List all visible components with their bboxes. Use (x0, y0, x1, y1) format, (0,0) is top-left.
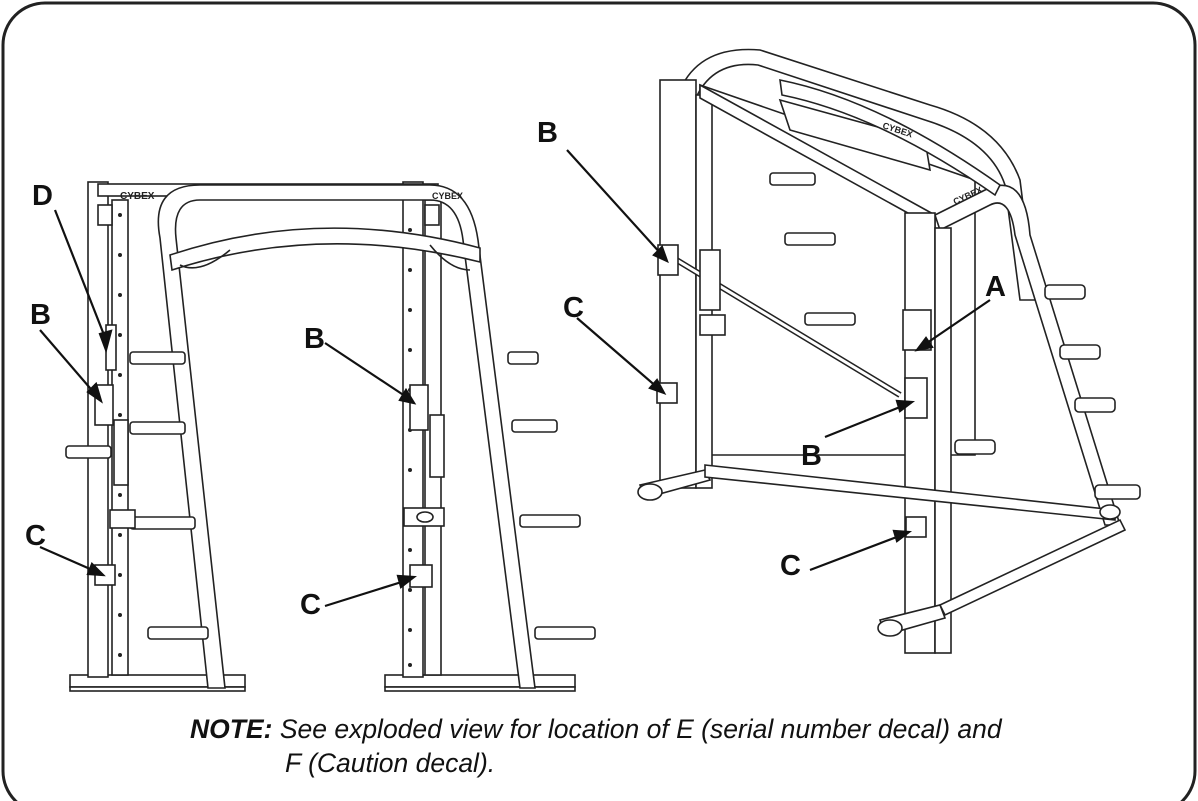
leader-lines (39, 149, 991, 608)
brand-mark-front-right: CYBEX (432, 191, 463, 201)
callout-c-middle: C (300, 589, 321, 621)
note-line-1: See exploded view for location of E (ser… (279, 714, 1002, 744)
callout-a-right: A (985, 271, 1006, 303)
note-text: NOTE: See exploded view for location of … (190, 712, 1180, 780)
callout-c-left: C (25, 520, 46, 552)
brand-mark-front-left: CYBEX (120, 191, 155, 202)
callout-b-right-lower: B (801, 440, 822, 472)
note-line-2: F (Caution decal). (285, 748, 496, 778)
callout-c-right-top: C (563, 292, 584, 324)
smith-machine-front-view (65, 181, 596, 692)
note-label: NOTE: (190, 714, 273, 744)
callout-b-left: B (30, 299, 51, 331)
callout-d-left: D (32, 180, 53, 212)
smith-machine-isometric-view (637, 48, 1141, 654)
callout-c-right-lower: C (780, 550, 801, 582)
callout-b-right-top: B (537, 117, 558, 149)
callout-b-middle: B (304, 323, 325, 355)
